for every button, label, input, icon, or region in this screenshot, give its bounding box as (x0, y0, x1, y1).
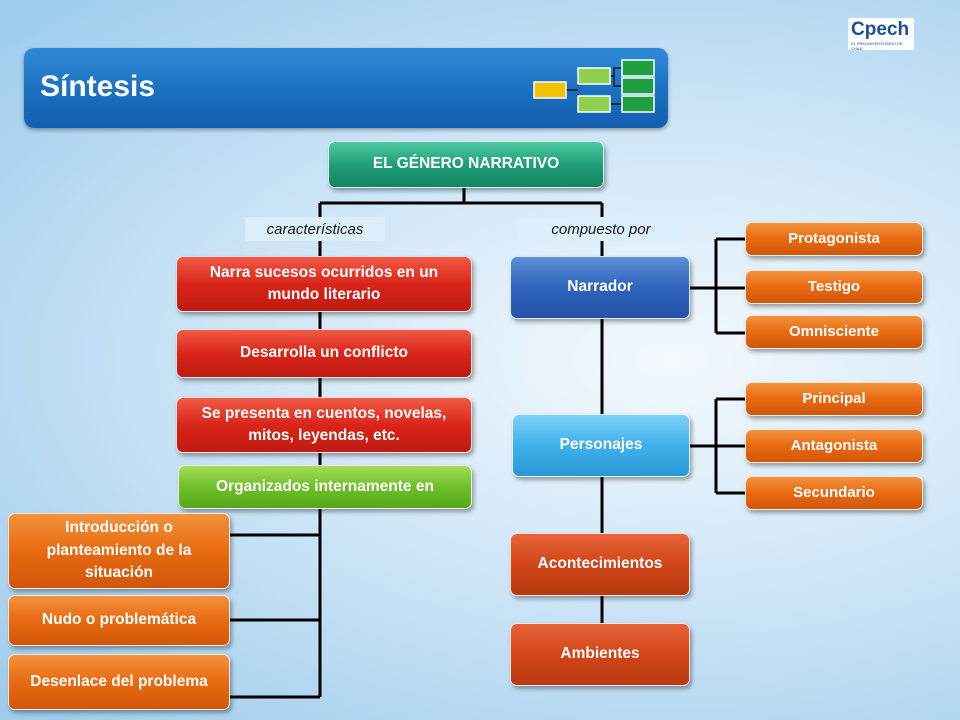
header-bar: Síntesis (24, 48, 668, 128)
page-title: Síntesis (40, 70, 156, 103)
character-type-node: Secundario (745, 476, 923, 510)
component-node-settings: Ambientes (510, 623, 690, 686)
structure-node: Introducción o planteamiento de la situa… (8, 513, 230, 589)
characteristic-node: Se presenta en cuentos, novelas, mitos, … (176, 397, 472, 453)
tree-diagram-icon (533, 59, 655, 113)
narrator-type-node: Protagonista (745, 222, 923, 256)
label-characteristics: características (245, 217, 385, 241)
logo-tagline: EL PREUNIVERSITARIO DE CHILE (851, 41, 903, 51)
root-label: EL GÉNERO NARRATIVO (372, 155, 560, 173)
organized-node: Organizados internamente en (178, 465, 472, 509)
component-node-events: Acontecimientos (510, 533, 690, 596)
character-type-node: Principal (745, 382, 923, 416)
characteristic-node: Desarrolla un conflicto (176, 329, 472, 378)
component-node-narrator: Narrador (510, 256, 690, 319)
structure-node: Nudo o problemática (8, 595, 230, 646)
characteristic-node: Narra sucesos ocurridos en un mundo lite… (176, 256, 472, 312)
narrator-type-node: Omnisciente (745, 315, 923, 349)
logo-name: Cpech (851, 19, 910, 40)
character-type-node: Antagonista (745, 429, 923, 463)
cpech-logo: Cpech EL PREUNIVERSITARIO DE CHILE (848, 18, 914, 51)
structure-node: Desenlace del problema (8, 654, 230, 710)
narrator-type-node: Testigo (745, 270, 923, 304)
root-node: EL GÉNERO NARRATIVO (328, 141, 604, 188)
label-composed-by: compuesto por (518, 217, 684, 241)
component-node-characters: Personajes (512, 414, 690, 477)
